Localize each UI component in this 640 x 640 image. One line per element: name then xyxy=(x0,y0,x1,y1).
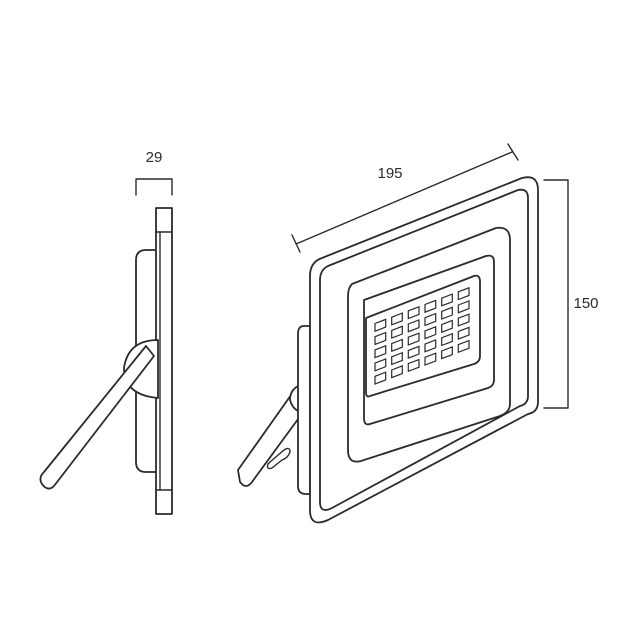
led-grid xyxy=(374,286,470,385)
housing-side xyxy=(297,325,311,495)
led-chip xyxy=(407,345,420,359)
led-chip xyxy=(441,319,453,334)
led-chip xyxy=(457,286,470,301)
led-chip xyxy=(424,312,437,327)
led-chip xyxy=(407,305,420,320)
led-panel xyxy=(365,274,481,398)
led-chip xyxy=(391,338,403,353)
bracket-slot xyxy=(266,447,291,470)
led-chip xyxy=(374,358,387,372)
led-chip xyxy=(424,325,437,340)
led-chip xyxy=(407,332,420,346)
lens-recess xyxy=(363,254,495,426)
led-chip xyxy=(407,319,420,333)
width-dimension-label: 195 xyxy=(377,165,402,182)
led-chip xyxy=(457,313,470,327)
led-chip xyxy=(424,299,437,314)
led-chip xyxy=(407,358,420,373)
bezel xyxy=(347,226,511,463)
front-view: 195 150 xyxy=(237,143,599,524)
inner-frame-outline xyxy=(319,188,529,511)
led-chip xyxy=(441,332,453,347)
side-view: 29 xyxy=(39,149,173,515)
depth-dimension-label: 29 xyxy=(146,149,163,166)
height-dimension-line xyxy=(543,179,569,409)
led-chip xyxy=(391,325,403,339)
led-chip xyxy=(457,326,470,340)
led-chip xyxy=(441,306,453,320)
led-chip xyxy=(441,346,453,360)
side-mounting-bracket xyxy=(39,345,155,490)
led-chip xyxy=(374,331,387,346)
width-dimension-line xyxy=(291,143,519,253)
depth-dimension-bracket xyxy=(135,178,173,196)
front-mounting-bracket xyxy=(237,387,313,487)
led-chip xyxy=(374,344,387,359)
led-chip xyxy=(441,293,453,307)
outer-frame xyxy=(309,176,539,524)
led-chip xyxy=(424,352,437,366)
led-chip xyxy=(391,312,403,326)
height-dimension-label: 150 xyxy=(573,295,598,312)
led-chip xyxy=(457,339,470,354)
led-chip xyxy=(391,351,403,366)
led-chip xyxy=(424,339,437,353)
led-chip xyxy=(374,371,387,385)
led-chip xyxy=(391,365,403,379)
led-chip xyxy=(457,300,470,314)
led-chip xyxy=(374,318,387,333)
